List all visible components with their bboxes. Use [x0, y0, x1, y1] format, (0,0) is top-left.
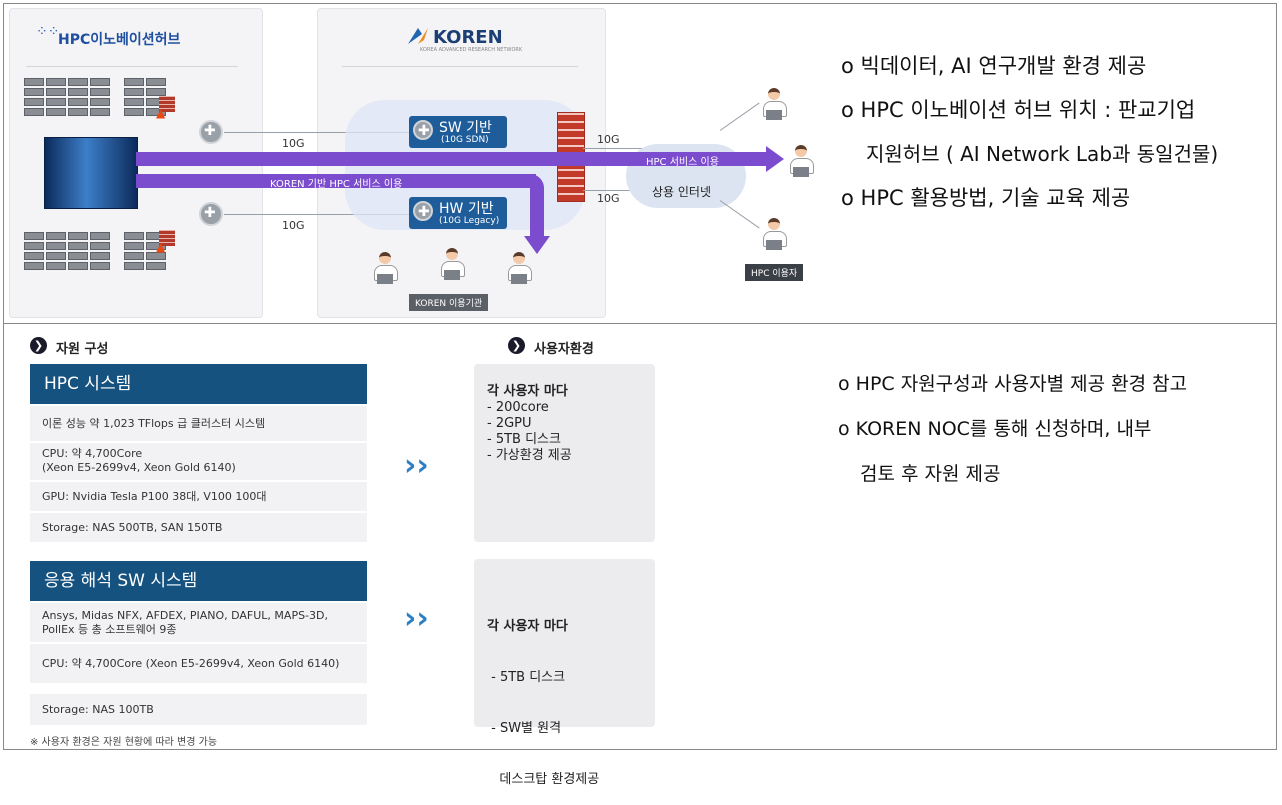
hpc-row-cpu-line1: CPU: 약 4,700Core — [42, 447, 143, 460]
sw-system-header: 응용 해석 SW 시스템 — [30, 561, 367, 601]
link-10g-bottom-label: 10G — [282, 219, 305, 232]
koren-user-icon-1 — [372, 252, 398, 286]
hpc-service-arrow — [136, 152, 766, 166]
sw-row-cpu: CPU: 약 4,700Core (Xeon E5-2699v4, Xeon G… — [30, 644, 367, 684]
koren-user-icon-2 — [439, 248, 465, 282]
sw-row-software-line1: Ansys, Midas NFX, AFDEX, PIANO, DAFUL, M… — [42, 609, 328, 622]
resources-section-icon: ❯ — [30, 337, 47, 354]
hw-node-title: HW 기반 — [439, 201, 494, 217]
hpc-row-performance: 이론 성능 약 1,023 TFlops 급 클러스터 시스템 — [30, 406, 367, 442]
firewall-icon-bottom — [159, 230, 175, 246]
link-line-right-bottom — [583, 190, 643, 191]
koren-tagline: KOREA ADVANCED RESEARCH NETWORK — [420, 47, 523, 53]
hpc-row-gpu: GPU: Nvidia Tesla P100 38대, V100 100대 — [30, 482, 367, 512]
hpc-user-icon-3 — [761, 218, 787, 252]
koren-service-arrowhead — [524, 236, 550, 254]
koren-service-label: KOREN 기반 HPC 서비스 이용 — [270, 179, 403, 190]
hpc-users-tag: HPC 이용자 — [745, 264, 804, 281]
hub-logo-icon: ⁘⁘ — [36, 24, 60, 40]
internet-label: 상용 인터넷 — [652, 185, 712, 199]
sw-sdn-node: SW 기반 (10G SDN) — [409, 116, 507, 148]
userenv-sw-item-1: - 5TB 디스크 — [487, 670, 566, 685]
userenv-hpc-heading: 각 사용자 마다 — [487, 384, 568, 399]
userenv-hpc-item-3: - 5TB 디스크 — [487, 432, 561, 447]
hpc-service-label: HPC 서비스 이용 — [646, 157, 719, 168]
hpc-row-cpu: CPU: 약 4,700Core (Xeon E5-2699v4, Xeon G… — [30, 443, 367, 481]
hub-logo: HPC이노베이션허브 — [58, 32, 181, 48]
koren-logo: KOREN — [433, 27, 503, 48]
hpc-system-header: HPC 시스템 — [30, 364, 367, 404]
top-bullet-3: 지원허브 ( AI Network Lab과 동일건물) — [866, 142, 1219, 166]
hpc-row-cpu-line2: (Xeon E5-2699v4, Xeon Gold 6140) — [42, 461, 236, 474]
koren-service-arrow — [136, 174, 536, 188]
fire-icon-bottom: ▲ — [156, 240, 166, 254]
koren-logo-icon — [406, 26, 430, 46]
sw-row-software: Ansys, Midas NFX, AFDEX, PIANO, DAFUL, M… — [30, 603, 367, 643]
userenv-hpc-item-1: - 200core — [487, 400, 549, 415]
firewall-icon-top — [159, 96, 175, 112]
userenv-section-title: 사용자환경 — [534, 342, 594, 357]
userenv-sw-item-2: - SW별 원격 — [487, 721, 562, 736]
top-bullet-4: o HPC 활용방법, 기술 교육 제공 — [841, 186, 1131, 210]
link-10g-right-top-label: 10G — [597, 133, 620, 146]
hpc-service-arrowhead — [766, 146, 784, 172]
resources-footnote: ※ 사용자 환경은 자원 현황에 따라 변경 가능 — [30, 737, 218, 748]
sw-node-title: SW 기반 — [439, 120, 492, 136]
link-line-top — [224, 132, 410, 133]
hpc-row-storage: Storage: NAS 500TB, SAN 150TB — [30, 513, 367, 543]
section-divider — [3, 323, 1277, 324]
userenv-box-sw-text: 각 사용자 마다 - 5TB 디스크 - SW별 원격 데스크탑 환경제공 — [487, 584, 599, 805]
sw-row-storage: Storage: NAS 100TB — [30, 694, 367, 726]
link-line-right-top — [583, 148, 643, 149]
userenv-hpc-item-4: - 가상환경 제공 — [487, 448, 572, 463]
resources-section-title: 자원 구성 — [56, 342, 109, 357]
userenv-hpc-item-2: - 2GPU — [487, 416, 532, 431]
fire-icon-top: ▲ — [156, 106, 166, 120]
bottom-bullet-1: o HPC 자원구성과 사용자별 제공 환경 참고 — [838, 373, 1188, 395]
userenv-box-sw — [474, 559, 655, 727]
userenv-box-hpc-text: 각 사용자 마다 - 200core - 2GPU - 5TB 디스크 - 가상… — [487, 384, 572, 464]
sw-row-software-line2: PollEx 등 총 소프트웨어 9종 — [42, 623, 177, 636]
router-icon-bottom — [199, 202, 223, 226]
top-bullet-1: o 빅데이터, AI 연구개발 환경 제공 — [841, 54, 1147, 78]
link-10g-right-bottom-label: 10G — [597, 192, 620, 205]
koren-logo-rule — [342, 66, 578, 67]
userenv-sw-item-3: 데스크탑 환경제공 — [487, 772, 600, 787]
userenv-box-hpc — [474, 364, 655, 542]
hpc-user-icon-2 — [788, 145, 814, 179]
chevron-right-icon-2: ›› — [404, 601, 429, 636]
hw-legacy-node: HW 기반 (10G Legacy) — [409, 197, 507, 229]
userenv-sw-heading: 각 사용자 마다 — [487, 619, 568, 634]
link-10g-top-label: 10G — [282, 137, 305, 150]
hpc-user-icon-1 — [761, 88, 787, 122]
hw-node-sub: (10G Legacy) — [439, 216, 500, 226]
datacenter-image — [44, 137, 138, 209]
hw-node-router-icon — [413, 201, 433, 221]
hub-logo-rule — [26, 66, 238, 67]
outer-frame — [3, 3, 1277, 750]
koren-user-icon-3 — [506, 252, 532, 286]
userenv-section-icon: ❯ — [508, 337, 525, 354]
koren-users-tag: KOREN 이용기관 — [409, 294, 489, 311]
top-bullet-2: o HPC 이노베이션 허브 위치 : 판교기업 — [841, 98, 1196, 122]
koren-service-arrow-down — [530, 174, 544, 236]
chevron-right-icon-1: ›› — [404, 448, 429, 483]
sw-node-sub: (10G SDN) — [441, 135, 489, 145]
router-icon-top — [199, 120, 223, 144]
bottom-bullet-2: o KOREN NOC를 통해 신청하며, 내부 — [838, 418, 1152, 440]
bottom-bullet-3: 검토 후 자원 제공 — [860, 463, 1001, 485]
link-line-bottom — [224, 214, 410, 215]
sw-node-router-icon — [413, 120, 433, 140]
